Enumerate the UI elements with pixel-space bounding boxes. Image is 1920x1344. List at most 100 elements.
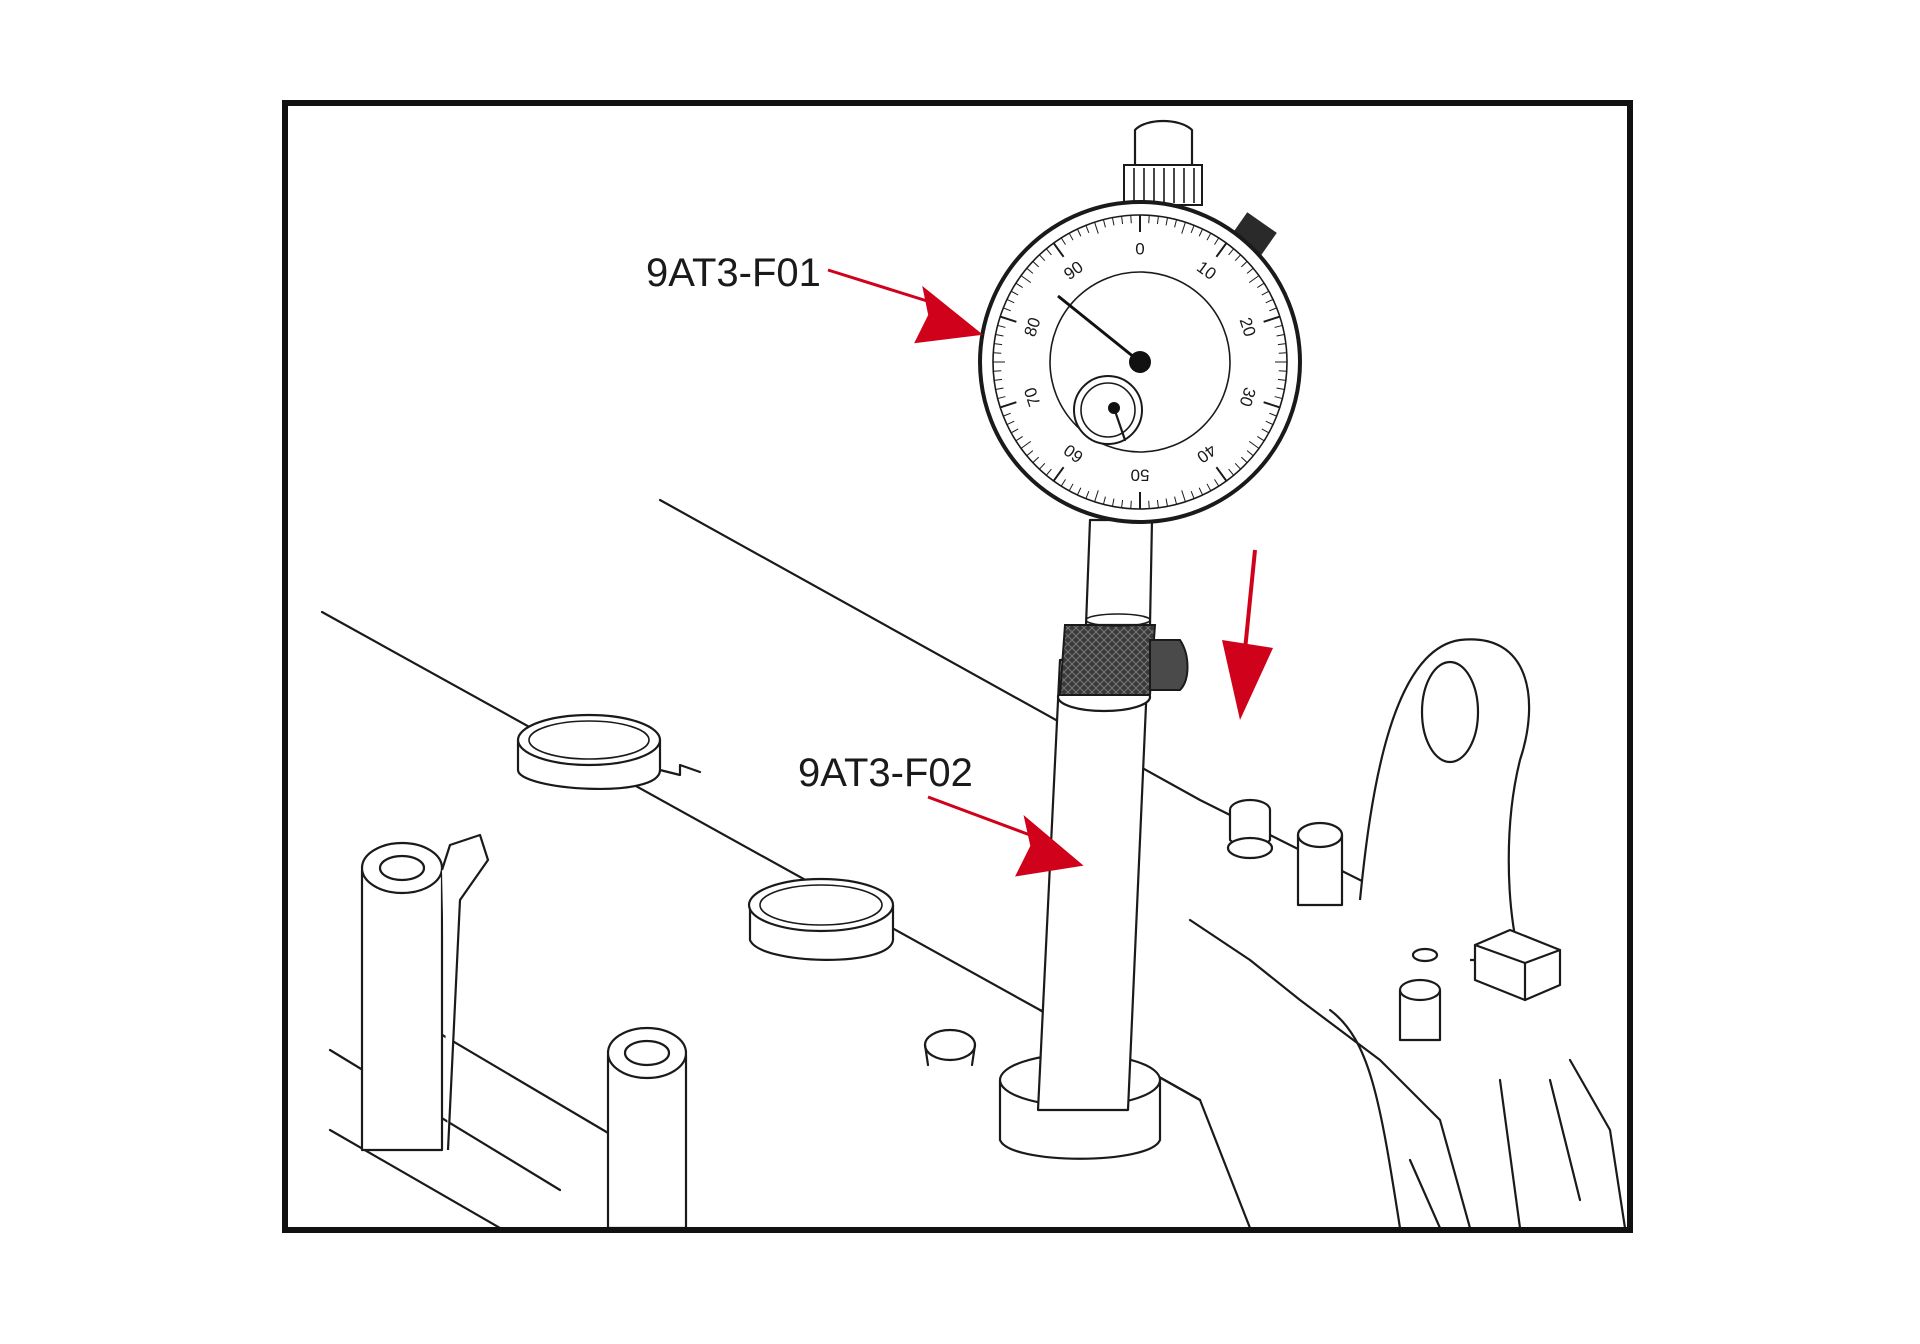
dial-tick [1003,307,1011,312]
dial-tick [1261,290,1270,296]
dial-tick [1068,483,1074,492]
dial-tick [995,333,1004,337]
dial-tick [1277,343,1286,346]
dial-tick [999,315,1017,323]
dial-tick [1121,216,1124,225]
dial-number: 0 [1135,239,1144,258]
dial-tick [1094,490,1099,502]
dial-tick [1111,217,1115,226]
dial-tick [1060,479,1066,487]
dial-tick [997,396,1006,400]
arrow-insertion-direction [1222,549,1273,720]
dial-tick [1102,496,1106,505]
dial-tick [1032,261,1040,268]
dial-tick [999,401,1017,409]
dial-tick [1052,466,1065,482]
dial-tick [1076,487,1082,496]
dial-tick [1190,491,1195,499]
dial-tick [1206,483,1212,492]
dial-tick [1263,315,1281,323]
dial-tick [1045,468,1052,476]
dial-tick [993,352,1002,354]
dial-tick [1246,267,1254,274]
dial-knurled-crown [1123,164,1203,206]
dial-tick [1215,242,1228,258]
dial-needle [1057,294,1141,364]
dial-tick [997,324,1006,328]
dial-tick [1148,215,1150,224]
dial-tick [1156,499,1159,508]
dial-tick [1020,275,1032,284]
dial-tick [1060,237,1066,245]
dial-tick [1174,219,1178,228]
valve-seat-middle [747,877,895,961]
dial-tick [1274,324,1283,328]
dial-number: 50 [1131,466,1150,485]
dial-tick [1261,428,1270,434]
dial-tick [1206,232,1212,241]
dial-tick [1039,254,1046,262]
dial-tick [1068,232,1074,241]
dial-tick [1257,282,1265,288]
dial-lock-screw [1231,212,1277,256]
dial-number: 70 [1021,385,1045,409]
dial-tick [1181,490,1186,502]
dial-tick [1246,450,1254,457]
dial-number: 20 [1236,315,1260,339]
dial-tick [993,370,1002,372]
dial-tick [1015,282,1023,288]
dial-tick [1020,440,1032,449]
dial-tick [1274,396,1283,400]
small-bore [923,1028,977,1067]
dial-tick [1006,420,1015,426]
dial-tick [1006,298,1015,304]
gauge-sleeve [1036,658,1152,1112]
dial-tick [1215,466,1228,482]
dial-needle-hub [1129,351,1151,373]
dial-tick [1165,498,1169,507]
lifting-bracket [1358,638,1531,962]
valve-seat-left [516,713,702,790]
dial-tick [1276,333,1285,337]
dial-tick [1102,219,1106,228]
callout-label-dial-indicator: 9AT3-F01 [646,251,821,295]
dial-tick [1277,378,1286,381]
dial-tick [1130,215,1132,224]
dial-tick [1228,468,1235,476]
dial-tick [1214,237,1220,245]
arrow-to-dial-indicator [827,268,983,344]
dial-tick [1269,412,1277,417]
dial-tick [994,343,1003,346]
dial-tick [1156,216,1159,225]
dial-tick [1263,401,1281,409]
dial-number: 30 [1236,385,1260,409]
sleeve-knurled-collar [1058,624,1189,696]
arrow-to-sleeve [927,795,1084,877]
dial-tick [995,387,1004,391]
dial-number: 80 [1021,315,1045,339]
callout-label-sleeve: 9AT3-F02 [798,751,973,795]
dial-tick [1076,228,1082,237]
dial-tick [1010,290,1019,296]
dial-tick [1198,228,1204,237]
dial-tick [1026,450,1034,457]
dial-tick [1085,225,1090,233]
dial-tick [1003,412,1011,417]
small-components-right [1226,798,1562,1042]
dial-tick [1015,436,1023,442]
dial-tick [1085,491,1090,499]
crown-knurl-lines [1133,168,1195,203]
dial-tick [1257,436,1265,442]
dial-tick [1228,248,1235,256]
dial-tick [1174,496,1178,505]
dial-tick [1052,242,1065,258]
dial-tick [1240,456,1248,463]
dial-tick [1026,267,1034,274]
dial-tick [1039,462,1046,470]
dial-tick [1248,275,1260,284]
dial-tick [1278,370,1287,372]
dial-tick [1010,428,1019,434]
dial-tick [1214,479,1220,487]
